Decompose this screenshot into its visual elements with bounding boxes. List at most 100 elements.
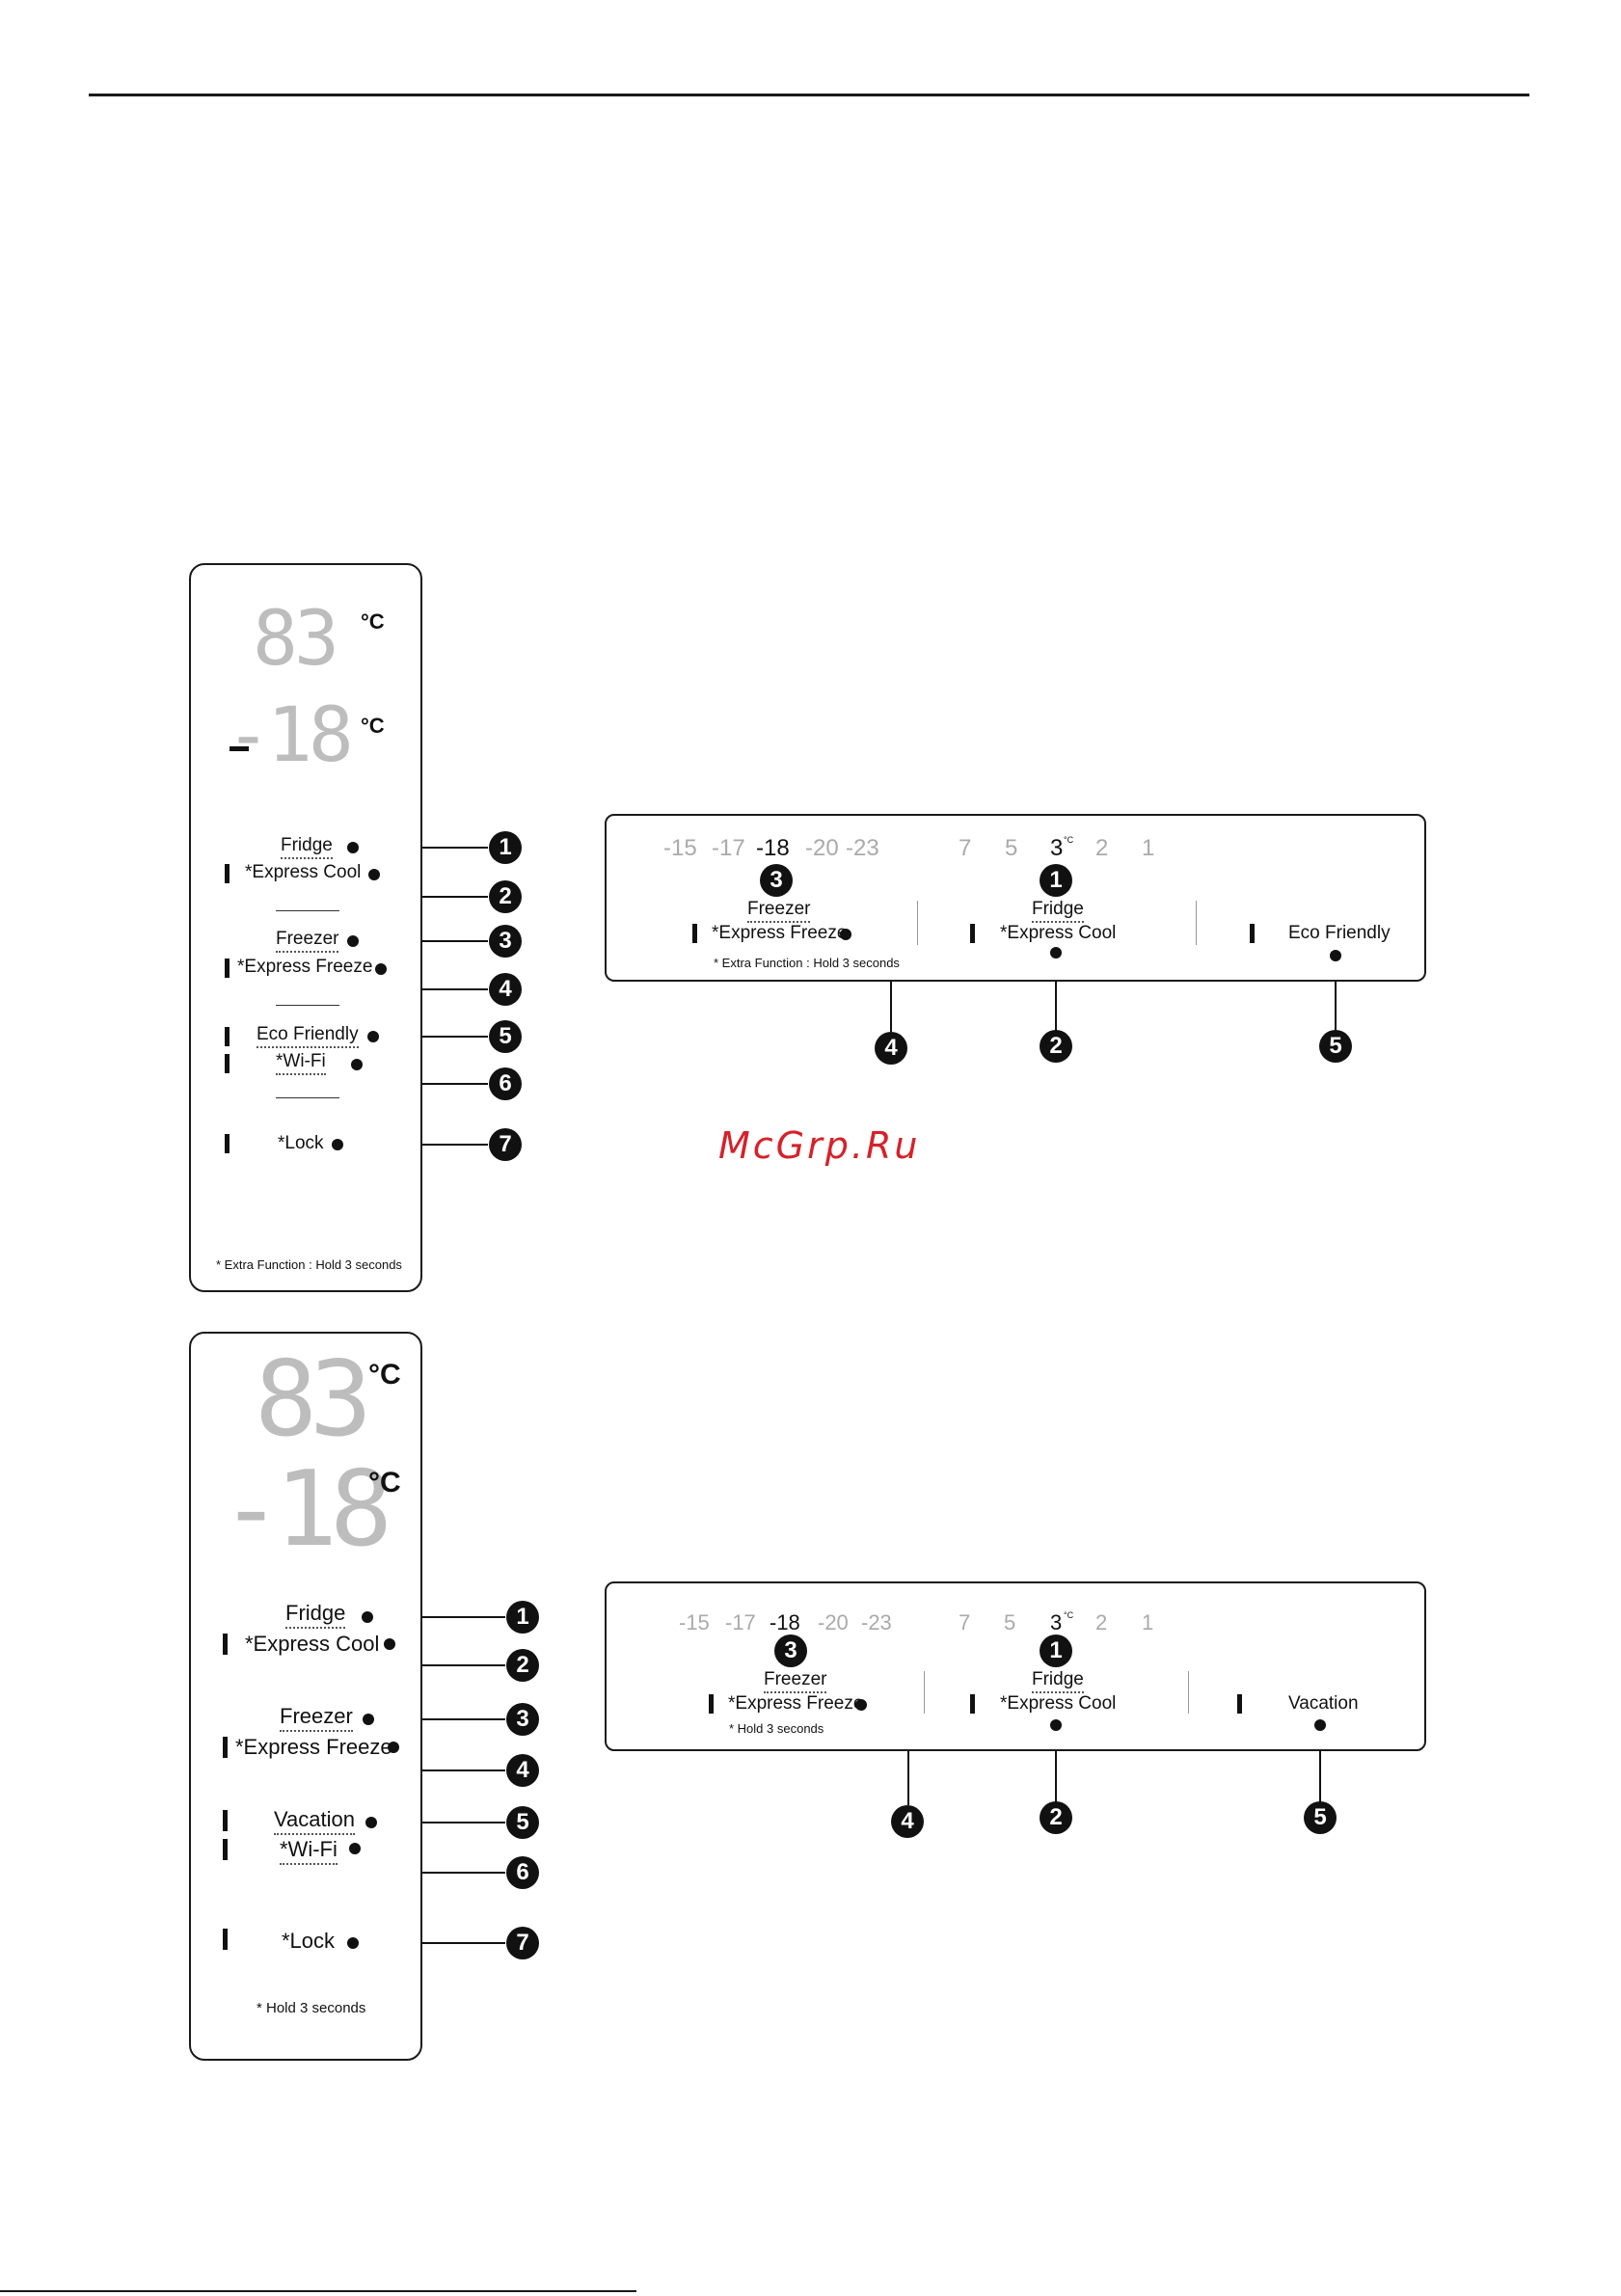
freezer-temp-display: -18 bbox=[226, 692, 354, 779]
express-freeze-button-label[interactable]: *Express Freeze bbox=[712, 923, 848, 943]
fridge-button-label[interactable]: Fridge bbox=[1032, 899, 1084, 923]
fridge-temp-option: 1 bbox=[1142, 1610, 1154, 1634]
freezer-button-label[interactable]: Freezer bbox=[747, 899, 811, 923]
fridge-temp-unit: °C bbox=[1064, 835, 1074, 845]
express-cool-callout-dot bbox=[1050, 1719, 1062, 1731]
freezer-temp-selected: -18 bbox=[756, 835, 790, 861]
callout-badge-2: 2 bbox=[489, 880, 522, 913]
express-freeze-callout-dot bbox=[388, 1742, 399, 1753]
fridge-temp-display: 83 bbox=[255, 1339, 372, 1460]
callout-badge-6: 6 bbox=[489, 1067, 522, 1100]
fridge-callout-dot bbox=[347, 842, 359, 853]
callout-badge-2: 2 bbox=[1040, 1801, 1072, 1834]
indicator-bar bbox=[1237, 1694, 1242, 1714]
lock-button-label[interactable]: *Lock bbox=[282, 1929, 336, 1953]
freezer-button-label[interactable]: Freezer bbox=[276, 929, 339, 953]
express-cool-callout-dot bbox=[1050, 947, 1062, 959]
callout-badge-5: 5 bbox=[1304, 1801, 1337, 1834]
express-cool-button-label[interactable]: *Express Cool bbox=[245, 862, 362, 882]
eco-friendly-callout-dot bbox=[1330, 950, 1341, 961]
callout-badge-1: 1 bbox=[1040, 864, 1072, 897]
fridge-button-label[interactable]: Fridge bbox=[281, 835, 333, 859]
fridge-temp-option: 2 bbox=[1095, 1610, 1108, 1634]
callout-badge-5: 5 bbox=[489, 1020, 522, 1053]
wifi-callout-dot bbox=[351, 1059, 363, 1070]
fridge-temp-selected: 3 bbox=[1050, 1610, 1063, 1634]
panel-note: * Extra Function : Hold 3 seconds bbox=[216, 1257, 402, 1272]
divider bbox=[276, 1097, 339, 1098]
vacation-button-label[interactable]: Vacation bbox=[274, 1807, 355, 1835]
callout-badge-3: 3 bbox=[774, 1634, 807, 1667]
express-freeze-callout-dot bbox=[855, 1699, 867, 1711]
indicator-bar bbox=[223, 1737, 228, 1758]
express-freeze-button-label[interactable]: *Express Freeze bbox=[728, 1693, 864, 1714]
freezer-button-label[interactable]: Freezer bbox=[764, 1669, 827, 1693]
fridge-button-label[interactable]: Fridge bbox=[1032, 1669, 1084, 1693]
express-cool-button-label[interactable]: *Express Cool bbox=[1000, 1693, 1117, 1714]
fridge-button-label[interactable]: Fridge bbox=[285, 1601, 346, 1629]
wifi-callout-dot bbox=[349, 1843, 361, 1854]
indicator-bar bbox=[225, 1134, 230, 1153]
lock-button-label[interactable]: *Lock bbox=[278, 1133, 324, 1153]
freezer-callout-dot bbox=[347, 935, 359, 947]
callout-badge-2: 2 bbox=[1040, 1030, 1072, 1063]
express-freeze-callout-dot bbox=[840, 929, 851, 940]
wifi-button-label[interactable]: *Wi-Fi bbox=[280, 1837, 338, 1865]
callout-badge-3: 3 bbox=[760, 864, 793, 897]
callout-badge-7: 7 bbox=[489, 1128, 522, 1161]
vertical-panel-eco: 83 °C -18 °C bbox=[189, 563, 422, 1292]
fridge-temp-option: 2 bbox=[1095, 835, 1109, 861]
fridge-temp-option: 7 bbox=[959, 1610, 971, 1634]
eco-friendly-button-label[interactable]: Eco Friendly bbox=[257, 1024, 359, 1048]
eco-friendly-button-label[interactable]: Eco Friendly bbox=[1288, 923, 1391, 943]
express-cool-callout-dot bbox=[368, 869, 380, 880]
callout-badge-6: 6 bbox=[506, 1856, 539, 1889]
callout-badge-1: 1 bbox=[506, 1601, 539, 1634]
callout-badge-1: 1 bbox=[1040, 1634, 1072, 1667]
freezer-button-label[interactable]: Freezer bbox=[280, 1704, 353, 1732]
top-rule bbox=[89, 94, 1529, 96]
freezer-callout-dot bbox=[363, 1714, 374, 1725]
express-freeze-button-label[interactable]: *Express Freeze bbox=[235, 1735, 392, 1759]
express-freeze-button-label[interactable]: *Express Freeze bbox=[237, 957, 373, 977]
freezer-minus-sign bbox=[230, 746, 249, 751]
fridge-temp-option: 7 bbox=[959, 835, 972, 861]
vacation-callout-dot bbox=[365, 1817, 377, 1828]
eco-friendly-callout-dot bbox=[367, 1031, 379, 1042]
freezer-temp-option: -23 bbox=[861, 1610, 892, 1634]
indicator-bar bbox=[225, 1027, 230, 1046]
indicator-bar bbox=[225, 864, 230, 883]
divider bbox=[924, 1671, 925, 1714]
divider bbox=[1196, 901, 1197, 945]
callout-badge-4: 4 bbox=[506, 1754, 539, 1787]
freezer-temp-option: -15 bbox=[679, 1610, 710, 1634]
callout-badge-4: 4 bbox=[875, 1032, 907, 1065]
fridge-temp-option: 5 bbox=[1005, 835, 1018, 861]
express-freeze-callout-dot bbox=[375, 963, 387, 975]
indicator-bar bbox=[1250, 924, 1255, 943]
fridge-temp-option: 1 bbox=[1142, 835, 1155, 861]
fridge-temp-selected: 3 bbox=[1050, 835, 1064, 861]
horizontal-panel-vacation bbox=[605, 1581, 1426, 1751]
freezer-temp-option: -15 bbox=[663, 835, 697, 861]
callout-badge-4: 4 bbox=[891, 1805, 924, 1838]
vacation-button-label[interactable]: Vacation bbox=[1288, 1693, 1359, 1714]
fridge-temp-unit: °C bbox=[368, 1359, 401, 1391]
panel-note: * Extra Function : Hold 3 seconds bbox=[714, 956, 900, 970]
fridge-temp-unit: °C bbox=[1064, 1610, 1074, 1620]
freezer-temp-option: -17 bbox=[712, 835, 745, 861]
wifi-button-label[interactable]: *Wi-Fi bbox=[276, 1051, 326, 1075]
indicator-bar bbox=[223, 1929, 228, 1950]
panel-note: * Hold 3 seconds bbox=[257, 2000, 366, 2016]
indicator-bar bbox=[970, 924, 975, 943]
indicator-bar bbox=[692, 924, 697, 943]
vertical-panel-vacation: 83 °C -18 °C bbox=[189, 1332, 422, 2061]
lock-callout-dot bbox=[332, 1139, 343, 1150]
divider bbox=[276, 910, 339, 911]
bottom-rule bbox=[0, 2290, 636, 2292]
express-cool-button-label[interactable]: *Express Cool bbox=[1000, 923, 1117, 943]
freezer-temp-option: -20 bbox=[805, 835, 839, 861]
indicator-bar bbox=[223, 1634, 228, 1655]
express-cool-button-label[interactable]: *Express Cool bbox=[245, 1632, 380, 1656]
indicator-bar bbox=[223, 1810, 228, 1831]
